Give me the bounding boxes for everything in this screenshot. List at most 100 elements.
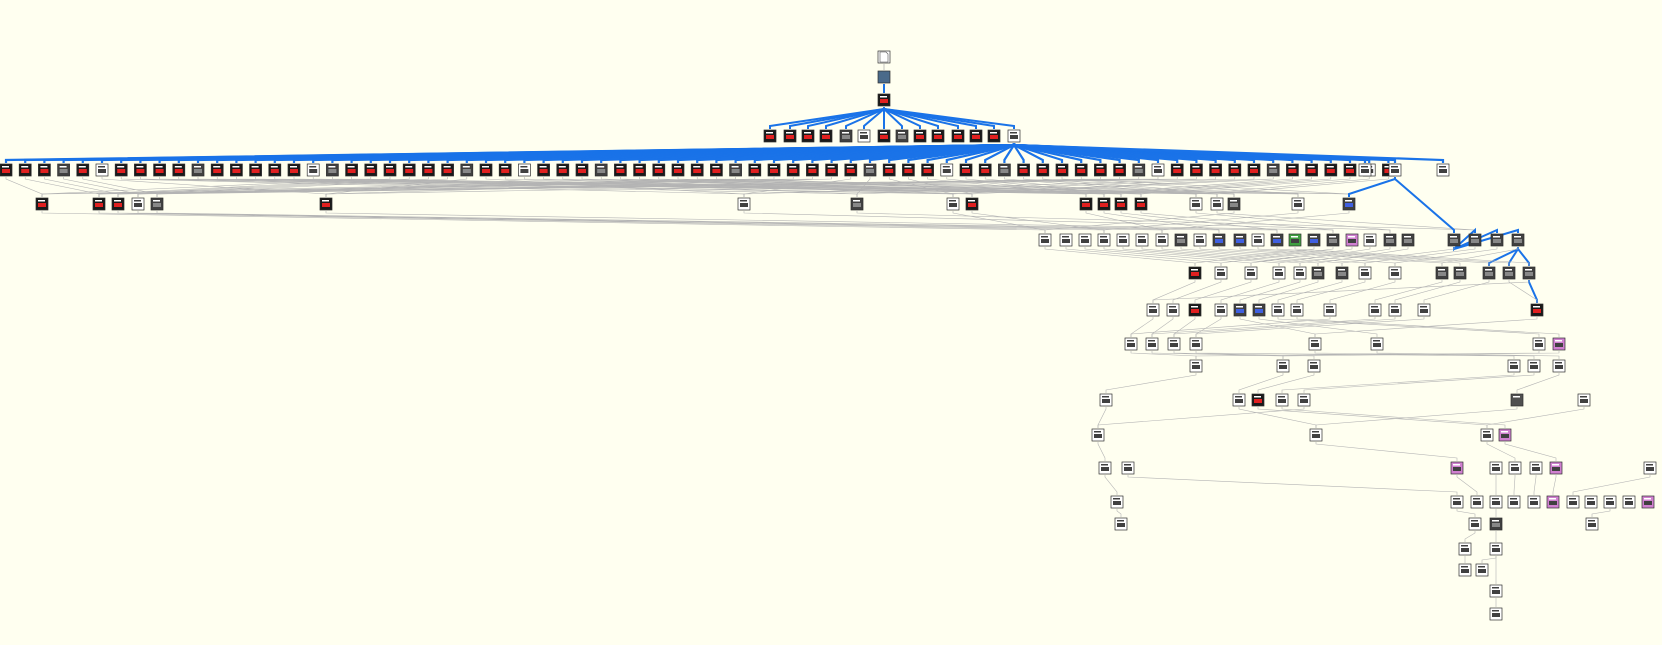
vi-green-icon[interactable] — [1288, 233, 1302, 247]
vi-text-icon[interactable] — [1271, 303, 1285, 317]
vi-text-icon[interactable] — [1358, 266, 1372, 280]
vi-dark-icon[interactable] — [895, 129, 909, 143]
vi-dark-icon[interactable] — [1311, 266, 1325, 280]
vi-text-icon[interactable] — [1450, 495, 1464, 509]
vi-blue-icon[interactable] — [1252, 303, 1266, 317]
vi-red-icon[interactable] — [287, 163, 301, 177]
vi-text-icon[interactable] — [1388, 266, 1402, 280]
vi-red-icon[interactable] — [210, 163, 224, 177]
vi-red-icon[interactable] — [1094, 163, 1107, 177]
vi-red-icon[interactable] — [844, 163, 858, 177]
vi-text-icon[interactable] — [1297, 393, 1311, 407]
vi-text-icon[interactable] — [1308, 337, 1322, 351]
vi-red-icon[interactable] — [1055, 163, 1069, 177]
vi-text-icon[interactable] — [1388, 303, 1402, 317]
vi-red-icon[interactable] — [1247, 163, 1261, 177]
vi-red-icon[interactable] — [402, 163, 416, 177]
vi-text-icon[interactable] — [1189, 197, 1203, 211]
vi-text-icon[interactable] — [1232, 393, 1246, 407]
vi-red-icon[interactable] — [364, 163, 378, 177]
vi-text-icon[interactable] — [1146, 303, 1160, 317]
vi-red-icon[interactable] — [1530, 303, 1544, 317]
vi-dark-icon[interactable] — [1401, 233, 1415, 247]
vi-pink-icon[interactable] — [1641, 495, 1655, 509]
vi-red-icon[interactable] — [556, 163, 570, 177]
application-icon[interactable] — [877, 70, 891, 84]
vi-dark-icon[interactable] — [1227, 197, 1241, 211]
vi-red-icon[interactable] — [959, 163, 973, 177]
vi-red-icon[interactable] — [479, 163, 493, 177]
vi-text-icon[interactable] — [1577, 393, 1591, 407]
vi-red-icon[interactable] — [1343, 163, 1357, 177]
vi-pink-icon[interactable] — [1549, 461, 1563, 475]
vi-text-icon[interactable] — [1214, 303, 1228, 317]
vi-text-icon[interactable] — [1507, 495, 1521, 509]
vi-red-icon[interactable] — [965, 197, 979, 211]
vi-text-icon[interactable] — [1099, 393, 1113, 407]
vi-red-icon[interactable] — [690, 163, 704, 177]
vi-dark-icon[interactable] — [1482, 266, 1496, 280]
vi-red-icon[interactable] — [153, 163, 166, 177]
vi-text-icon[interactable] — [1114, 517, 1128, 531]
vi-text-icon[interactable] — [1078, 233, 1092, 247]
vi-text-icon[interactable] — [1098, 461, 1112, 475]
vi-red-icon[interactable] — [92, 197, 106, 211]
vi-dark-icon[interactable] — [1383, 233, 1397, 247]
vi-red-icon[interactable] — [763, 129, 777, 143]
vi-text-icon[interactable] — [1290, 303, 1304, 317]
vi-text-icon[interactable] — [1124, 337, 1138, 351]
vi-red-icon[interactable] — [1170, 163, 1184, 177]
vi-red-icon[interactable] — [767, 163, 781, 177]
vi-dark-icon[interactable] — [1453, 266, 1467, 280]
vi-red-icon[interactable] — [268, 163, 282, 177]
vi-text-icon[interactable] — [1458, 542, 1472, 556]
vi-red-icon[interactable] — [0, 163, 13, 177]
vi-dark-icon[interactable] — [57, 163, 70, 177]
vi-dark-icon[interactable] — [863, 163, 877, 177]
document-icon[interactable] — [877, 50, 891, 64]
vi-red-icon[interactable] — [172, 163, 186, 177]
vi-text-icon[interactable] — [1135, 233, 1149, 247]
vi-dark-icon[interactable] — [150, 197, 164, 211]
vi-red-icon[interactable] — [783, 129, 797, 143]
vi-red-icon[interactable] — [748, 163, 762, 177]
vi-text-icon[interactable] — [1293, 266, 1307, 280]
vi-text-icon[interactable] — [1275, 393, 1289, 407]
vi-blue-icon[interactable] — [1212, 233, 1226, 247]
vi-red-icon[interactable] — [1251, 393, 1265, 407]
vi-red-icon[interactable] — [978, 163, 992, 177]
vi-text-icon[interactable] — [1436, 163, 1450, 177]
vi-red-icon[interactable] — [498, 163, 512, 177]
vi-dark-icon[interactable] — [1511, 233, 1525, 247]
vi-dark-icon[interactable] — [1502, 266, 1516, 280]
vi-dark-icon[interactable] — [1468, 233, 1482, 247]
vi-red-icon[interactable] — [1036, 163, 1050, 177]
vi-text-icon[interactable] — [306, 163, 320, 177]
vi-red-icon[interactable] — [76, 163, 90, 177]
vi-text-icon[interactable] — [1566, 495, 1580, 509]
vi-text-icon[interactable] — [1110, 495, 1124, 509]
vi-text-icon[interactable] — [1527, 359, 1541, 373]
vi-text-icon[interactable] — [1291, 197, 1305, 211]
vi-text-icon[interactable] — [1166, 303, 1180, 317]
vi-text-icon[interactable] — [857, 129, 871, 143]
vi-text-icon[interactable] — [1388, 163, 1402, 177]
vi-text-icon[interactable] — [1272, 266, 1286, 280]
vi-pink-icon[interactable] — [1546, 495, 1560, 509]
vi-red-icon[interactable] — [786, 163, 800, 177]
vi-text-icon[interactable] — [1584, 495, 1598, 509]
vi-dark-icon[interactable] — [594, 163, 608, 177]
vi-solid-icon[interactable] — [1510, 393, 1524, 407]
vi-dark-icon[interactable] — [326, 163, 339, 177]
vi-dark-icon[interactable] — [191, 163, 205, 177]
vi-text-icon[interactable] — [1458, 563, 1472, 577]
vi-text-icon[interactable] — [1244, 266, 1258, 280]
vi-red-icon[interactable] — [1097, 197, 1111, 211]
vi-pink-icon[interactable] — [1450, 461, 1464, 475]
vi-red-icon[interactable] — [1079, 197, 1093, 211]
vi-text-icon[interactable] — [1251, 233, 1265, 247]
vi-text-icon[interactable] — [1470, 495, 1484, 509]
vi-text-icon[interactable] — [1507, 359, 1521, 373]
vi-red-icon[interactable] — [230, 163, 243, 177]
vi-red-icon[interactable] — [1074, 163, 1088, 177]
